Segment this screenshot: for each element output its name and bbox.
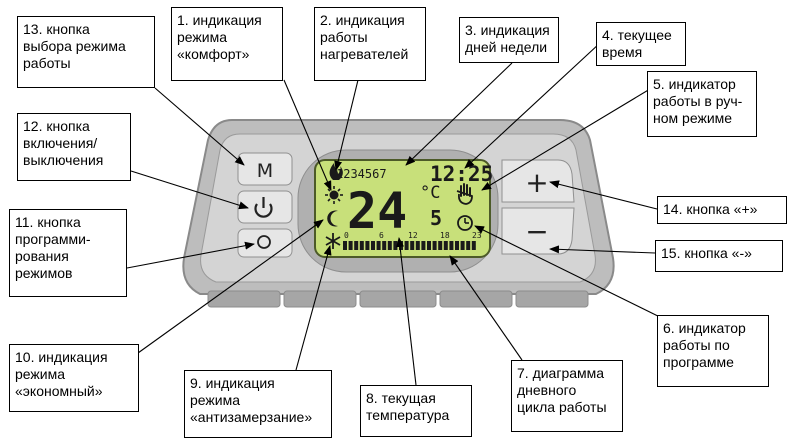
- power-icon: [254, 197, 273, 218]
- callout-3-weekday-indication: 3. индикация дней недели: [459, 17, 559, 63]
- cycle-segment: [354, 241, 359, 250]
- daily-cycle-scale-labels: 0 6 12 18 23: [344, 231, 482, 240]
- callout-11-programming-button: 11. кнопка программи- рования режимов: [9, 209, 127, 297]
- moon-icon: [327, 210, 338, 227]
- temperature-unit: °C: [420, 183, 440, 203]
- cycle-segment: [421, 241, 426, 250]
- hand-icon: [456, 183, 473, 205]
- flame-icon: [329, 163, 343, 180]
- leader-lines: [126, 42, 671, 386]
- cycle-segment: [387, 241, 392, 250]
- snowflake-icon: [325, 233, 341, 249]
- clock-icon: [457, 215, 473, 231]
- cycle-segment: [471, 241, 476, 250]
- cycle-segment: [348, 241, 353, 250]
- callout-15-minus-button: 15. кнопка «-»: [655, 240, 783, 272]
- cycle-segment: [371, 241, 375, 250]
- callout-5-manual-mode: 5. индикатор работы в руч- ном режиме: [647, 71, 757, 137]
- scale-label: 12: [408, 231, 418, 240]
- cycle-segment: [393, 241, 398, 250]
- callout-9-antifreeze-mode: 9. индикация режима «антизамерзание»: [184, 370, 332, 438]
- program-button[interactable]: [237, 228, 293, 258]
- cycle-segment: [449, 241, 454, 250]
- cycle-segment: [343, 241, 347, 250]
- program-icon: [257, 235, 271, 249]
- cycle-segment: [455, 241, 459, 250]
- minus-button[interactable]: −: [501, 207, 575, 255]
- cycle-segment: [466, 241, 471, 250]
- callout-13-mode-select-button: 13. кнопка выбора режима работы: [17, 16, 155, 88]
- temperature-value: 24: [347, 182, 407, 240]
- cycle-segment: [410, 241, 415, 250]
- temperature-decimal: 5: [430, 206, 442, 230]
- callout-6-program-mode: 6. индикатор работы по программе: [657, 315, 769, 387]
- weekday-indicator: 1234567: [336, 167, 387, 181]
- minus-button-label: −: [525, 215, 548, 248]
- plus-button-label: +: [525, 166, 548, 199]
- callout-2-heater-indication: 2. индикация работы нагревателей: [314, 7, 426, 81]
- callout-8-current-temperature: 8. текущая температура: [360, 385, 472, 437]
- callout-14-plus-button: 14. кнопка «+»: [657, 196, 787, 224]
- scale-label: 6: [379, 231, 384, 240]
- mode-button-label: M: [257, 160, 273, 182]
- daily-cycle-chart: [343, 241, 476, 250]
- sun-icon: [325, 186, 343, 204]
- scale-label: 18: [440, 231, 450, 240]
- plus-button[interactable]: +: [501, 159, 575, 203]
- cycle-segment: [382, 241, 387, 250]
- scale-label: 0: [344, 231, 349, 240]
- callout-7-daily-cycle: 7. диаграмма дневного цикла работы: [511, 360, 623, 432]
- cycle-segment: [404, 241, 409, 250]
- cycle-segment: [359, 241, 364, 250]
- cycle-segment: [432, 241, 437, 250]
- cycle-segment: [427, 241, 431, 250]
- power-button[interactable]: [237, 190, 293, 224]
- callout-12-power-button: 12. кнопка включения/ выключения: [17, 113, 131, 181]
- cycle-segment: [376, 241, 381, 250]
- cycle-segment: [415, 241, 420, 250]
- lcd-screen: 1234567 12:25 24 °C 5: [314, 159, 493, 258]
- cycle-segment: [460, 241, 465, 250]
- scale-label: 23: [472, 231, 482, 240]
- cycle-segment: [438, 241, 443, 250]
- callout-10-economy-mode: 10. индикация режима «экономный»: [9, 344, 139, 412]
- callout-1-comfort-mode: 1. индикация режима «комфорт»: [171, 7, 283, 81]
- callout-4-current-time: 4. текущее время: [596, 22, 686, 66]
- mode-button[interactable]: M: [237, 152, 293, 186]
- vent-slots: [207, 290, 589, 308]
- cycle-segment: [443, 241, 448, 250]
- cycle-segment: [365, 241, 370, 250]
